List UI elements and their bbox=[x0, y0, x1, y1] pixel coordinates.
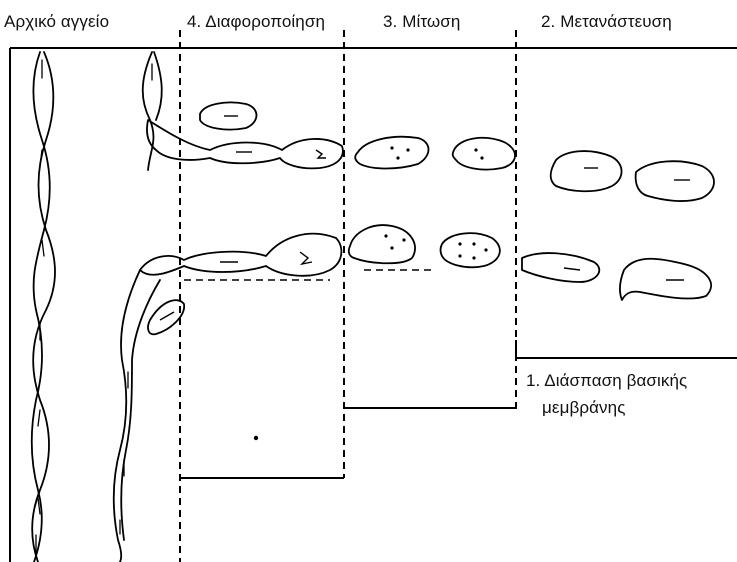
parent-vessel-label: Αρχικό αγγείο bbox=[4, 12, 109, 32]
speck-dot bbox=[254, 436, 258, 440]
frame-lines bbox=[10, 48, 737, 562]
staircase-lines bbox=[180, 340, 737, 478]
sprout-cells bbox=[114, 52, 184, 562]
stage-1-label-line2: μεμβράνης bbox=[542, 398, 626, 418]
upper-cell-row bbox=[147, 102, 714, 201]
stage-2-label: 2. Μετανάστευση bbox=[541, 12, 672, 32]
stage-3-label: 3. Μίτωση bbox=[383, 12, 460, 32]
lower-cell-row bbox=[140, 225, 711, 300]
stage-1-label-line1: 1. Διάσπαση βασικής bbox=[526, 371, 687, 391]
parent-vessel-cells bbox=[32, 52, 55, 562]
stage-dividers bbox=[180, 30, 516, 562]
stage-4-label: 4. Διαφοροποίηση bbox=[187, 12, 325, 32]
